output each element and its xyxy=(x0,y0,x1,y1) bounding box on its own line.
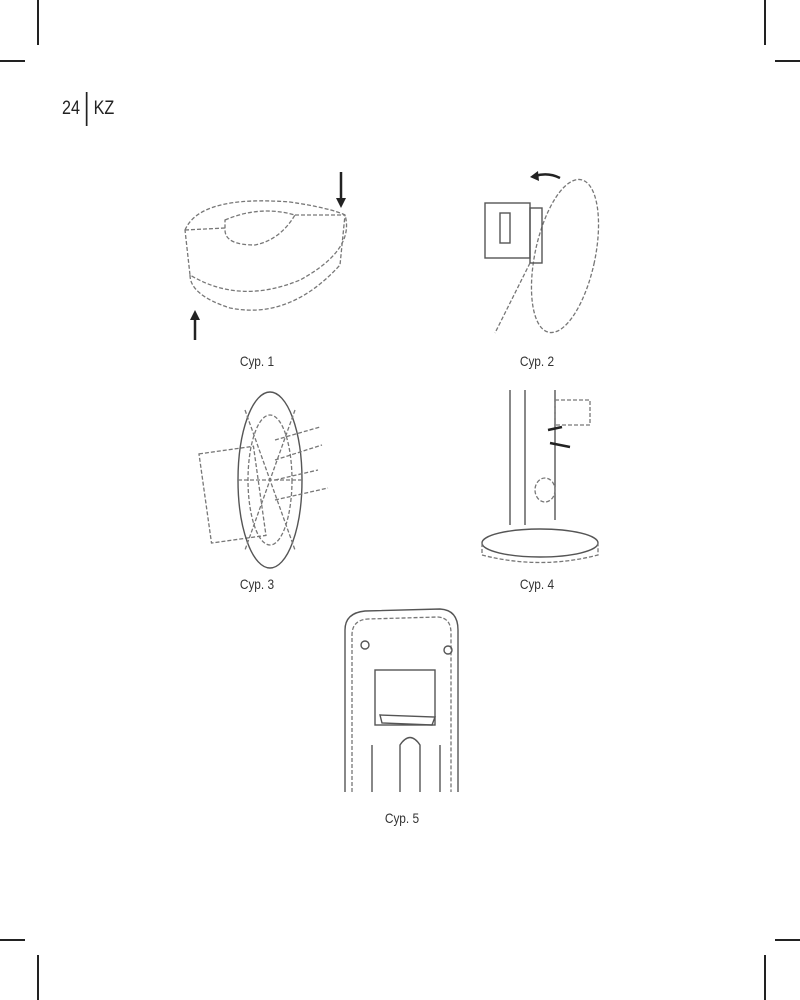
figure-1-caption: Сур. 1 xyxy=(239,353,275,369)
crop-mark xyxy=(764,0,766,45)
figure-4-caption: Сур. 4 xyxy=(519,576,555,592)
figure-5-caption: Сур. 5 xyxy=(384,810,420,826)
crop-mark xyxy=(775,60,800,62)
figure-2-mount-illustration xyxy=(484,171,600,334)
figure-3-caption: Сур. 3 xyxy=(239,576,275,592)
language-code: KZ xyxy=(93,98,115,119)
crop-mark xyxy=(0,60,25,62)
header-divider xyxy=(85,92,88,126)
crop-mark xyxy=(37,955,39,1000)
figure-5-back-panel-illustration xyxy=(344,608,459,792)
figure-1-base-illustration xyxy=(184,172,348,340)
crop-mark xyxy=(0,939,25,941)
page-number: 24 xyxy=(62,98,80,119)
crop-mark xyxy=(775,939,800,941)
page-header: 24 KZ xyxy=(62,92,114,126)
crop-mark xyxy=(37,0,39,45)
figure-4-stand-illustration xyxy=(481,390,599,564)
rotate-arrow-icon xyxy=(534,173,561,180)
figure-3-screws-illustration xyxy=(198,391,329,569)
figure-2-caption: Сур. 2 xyxy=(519,353,555,369)
crop-mark xyxy=(764,955,766,1000)
